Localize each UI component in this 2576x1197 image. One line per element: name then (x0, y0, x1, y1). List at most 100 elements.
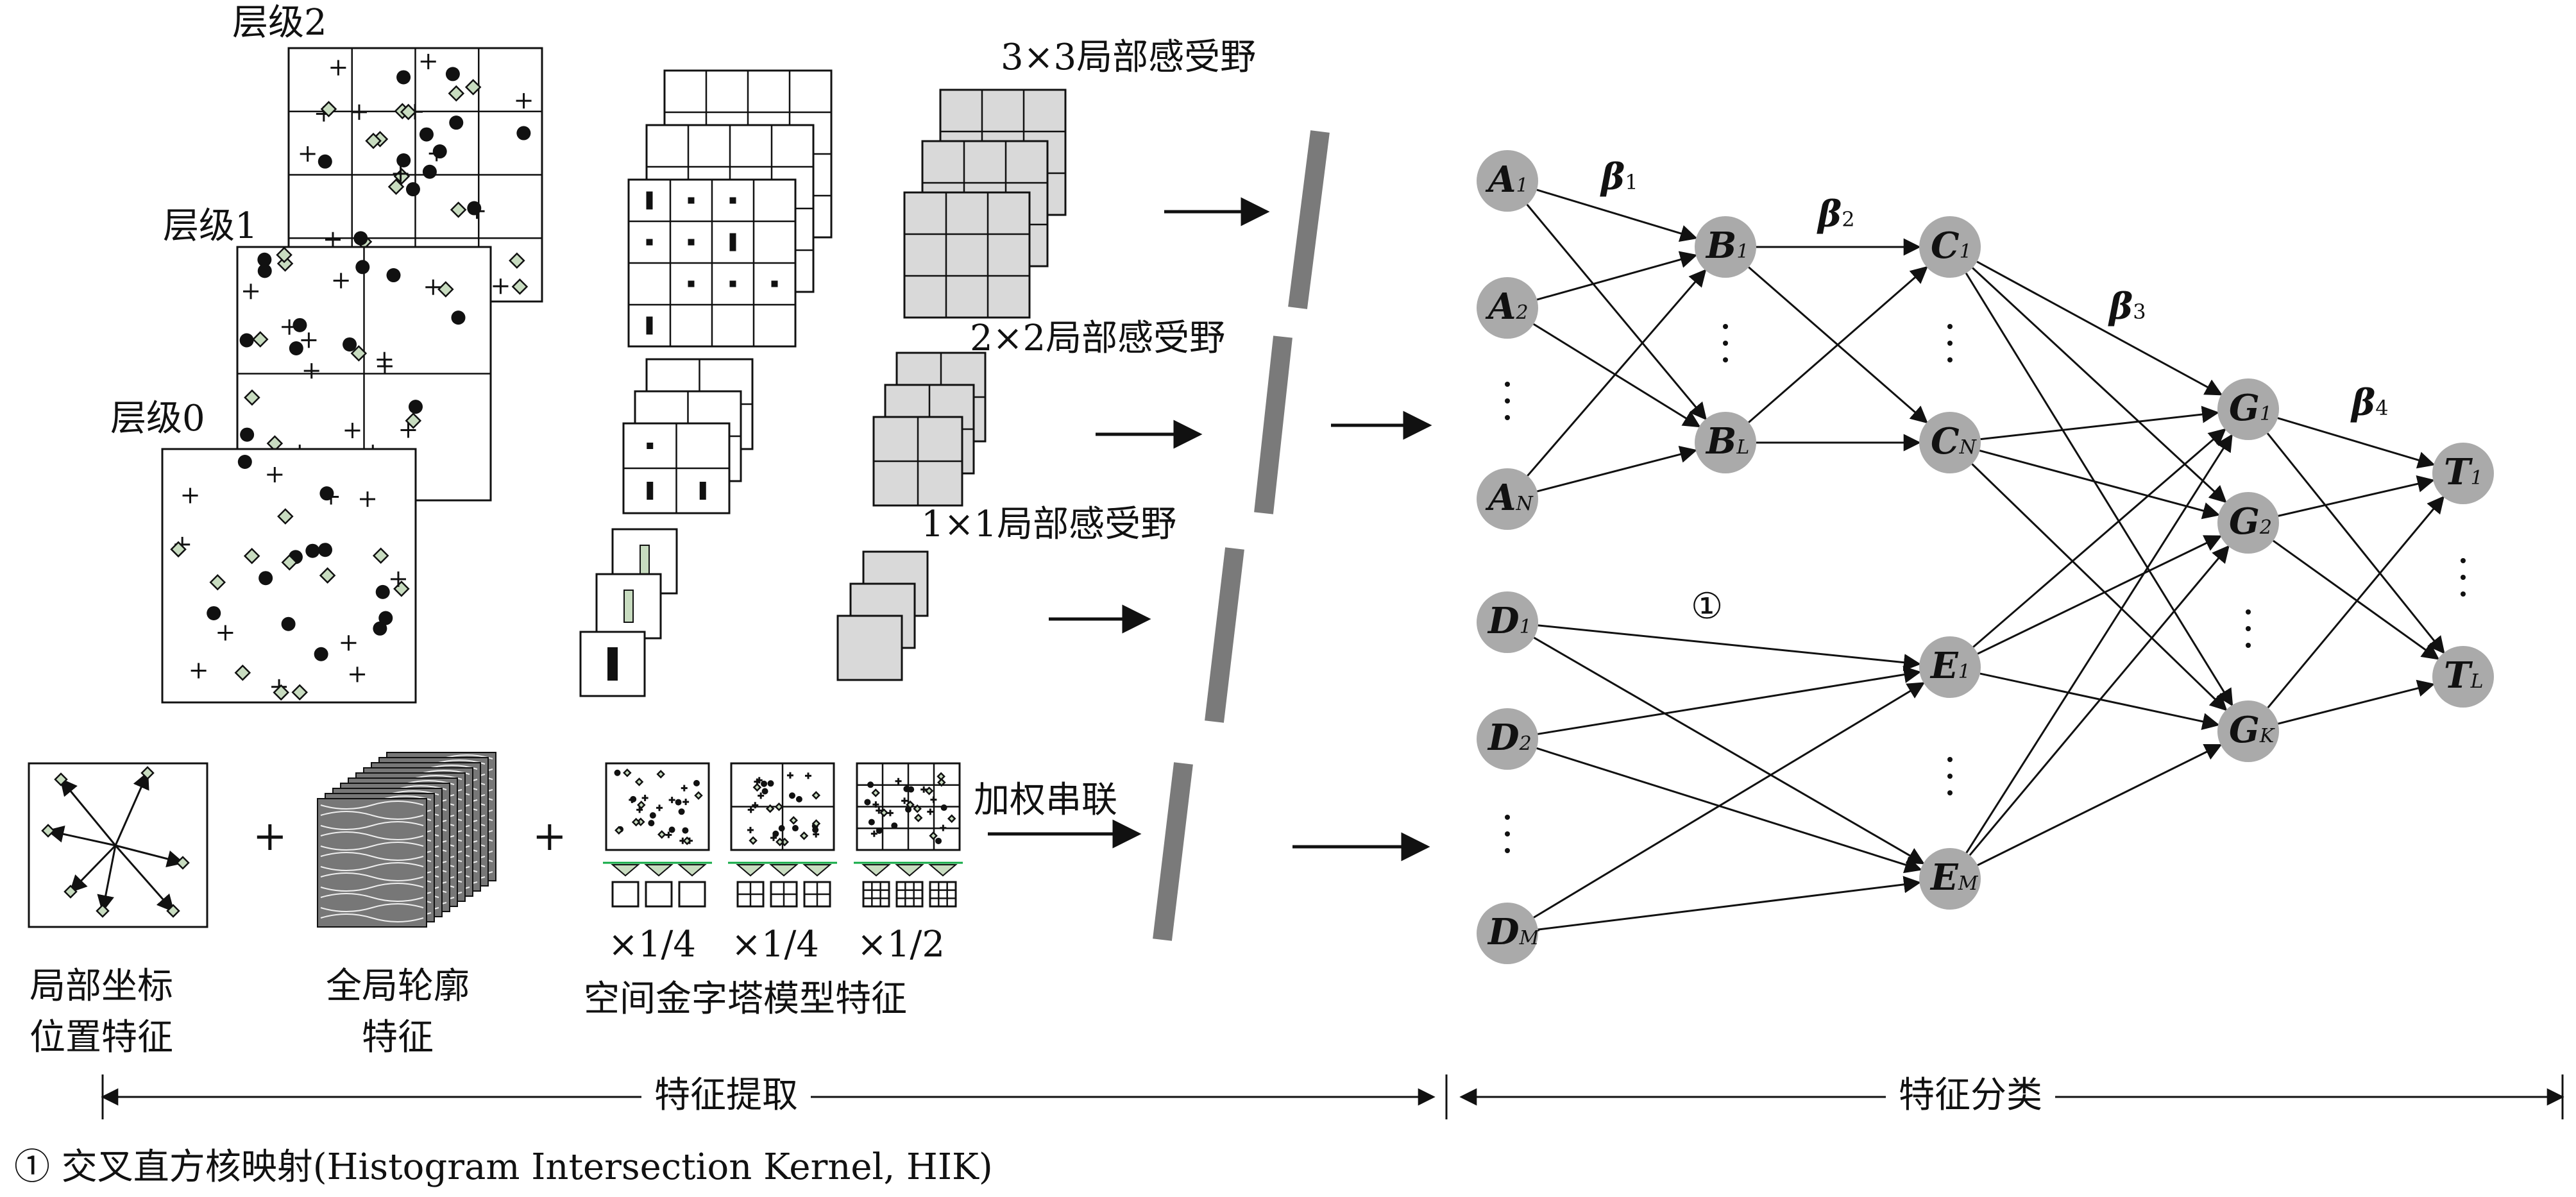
ellipsis-dot (1947, 790, 1953, 795)
diamond-marker (657, 830, 666, 839)
ellipsis-dot (2461, 558, 2466, 563)
node-label-AN: AN (1488, 477, 1533, 519)
node-label-A2: A2 (1488, 285, 1529, 328)
feature-mark (688, 280, 695, 287)
concat-bar-2 (1254, 335, 1292, 514)
node-A2 (1477, 277, 1538, 339)
edge-D1-E1 (1538, 624, 1921, 672)
node-label-G1: G1 (2229, 387, 2272, 429)
ellipsis-dot (1505, 382, 1510, 387)
edge-E1-G1 (1972, 428, 2226, 648)
ellipsis-dot (1947, 774, 1953, 779)
spm-hist-box (770, 881, 798, 908)
feature-mark (646, 239, 653, 246)
feature-mark (729, 197, 736, 204)
edge-A2-BL (1533, 323, 1701, 428)
contour-layer (317, 798, 427, 928)
edge-A1-B1 (1536, 189, 1698, 242)
dot-marker (449, 115, 464, 130)
dot-marker (432, 144, 447, 159)
hik-marker: ① (1691, 586, 1724, 627)
node-EM (1919, 848, 1981, 910)
dot-marker (239, 333, 254, 348)
diamond-marker (937, 777, 946, 787)
contour-texture (320, 821, 424, 830)
diamond-marker (774, 802, 784, 811)
diamond-marker (400, 103, 417, 121)
node-G1 (2217, 378, 2279, 440)
node-label-DM: DM (1488, 911, 1539, 953)
dot-marker (451, 310, 466, 325)
diamond-marker (682, 836, 691, 845)
dot-marker (682, 827, 689, 834)
dot-marker (864, 799, 871, 806)
plus-marker (752, 802, 759, 809)
dot-marker (795, 795, 802, 802)
diamond-marker (64, 885, 78, 899)
diamond-marker (243, 547, 260, 565)
ellipsis-dot (1947, 324, 1953, 329)
node-D2 (1477, 708, 1538, 770)
feature-stack-4x4 (627, 69, 833, 348)
spm-hist-box (803, 881, 831, 908)
plus-marker (243, 284, 259, 300)
node-G2 (2217, 492, 2279, 554)
dot-marker (675, 799, 682, 806)
plus-marker (656, 804, 663, 811)
spm-label: 空间金字塔模型特征 (584, 978, 907, 1020)
dot-marker (257, 252, 272, 267)
dot-marker (258, 571, 273, 586)
dot-marker (761, 788, 768, 795)
diamond-marker (631, 817, 641, 827)
vector-arrow (115, 844, 185, 868)
edge-D2-EM (1536, 747, 1922, 874)
dot-marker (891, 822, 898, 829)
feature-stack-2x2 (622, 358, 754, 514)
concat-bar-3 (1205, 547, 1244, 723)
node-AN (1477, 468, 1538, 530)
edge-DM-EM (1538, 876, 1922, 931)
dot-marker (614, 769, 621, 776)
dot-marker (812, 826, 819, 833)
global-contour-label-line1: 全局轮廓 (326, 965, 470, 1007)
edge-DM-E1 (1533, 682, 1926, 919)
plus-marker (330, 60, 346, 76)
diamond-marker (209, 574, 226, 591)
ellipsis-dot (1723, 324, 1728, 329)
ellipsis-dot (1505, 398, 1510, 403)
vector-arrow (114, 771, 149, 846)
feature-mark (688, 197, 695, 204)
feature-mark (640, 545, 650, 578)
diamond-marker (509, 252, 525, 269)
vector-arrow (114, 845, 174, 913)
dot-marker (405, 182, 420, 197)
edge-D1-EM (1533, 636, 1925, 865)
dot-marker (408, 400, 423, 414)
plus-marker (805, 772, 812, 779)
diamond-marker (281, 554, 298, 571)
plus-marker (870, 830, 877, 837)
edge-C1-GK (1965, 273, 2233, 707)
diamond-marker (437, 281, 454, 298)
plus-marker (425, 279, 441, 295)
edge-EM-G2 (1969, 545, 2230, 856)
receptive-field-stacks (836, 89, 1432, 941)
ellipsis-dot (1505, 831, 1510, 836)
dot-marker (355, 260, 370, 275)
dot-marker (305, 543, 320, 558)
node-label-EM: EM (1931, 856, 1978, 899)
feature-stack-2x2-layer (622, 422, 731, 514)
diamond-marker (252, 331, 269, 348)
spm-pool-mark (677, 864, 707, 877)
spm-mini-1 (603, 762, 712, 908)
ellipsis-dot (1947, 341, 1953, 346)
spatial-pyramid-levels (161, 47, 543, 704)
plus-marker (641, 794, 648, 801)
node-GK (2217, 700, 2279, 762)
diamond-marker (614, 826, 623, 835)
local-coord-label-line2: 位置特征 (30, 1017, 173, 1058)
plus-marker (217, 625, 233, 641)
plus-marker (323, 489, 339, 505)
plus-marker (282, 319, 298, 335)
dot-marker (867, 781, 874, 788)
